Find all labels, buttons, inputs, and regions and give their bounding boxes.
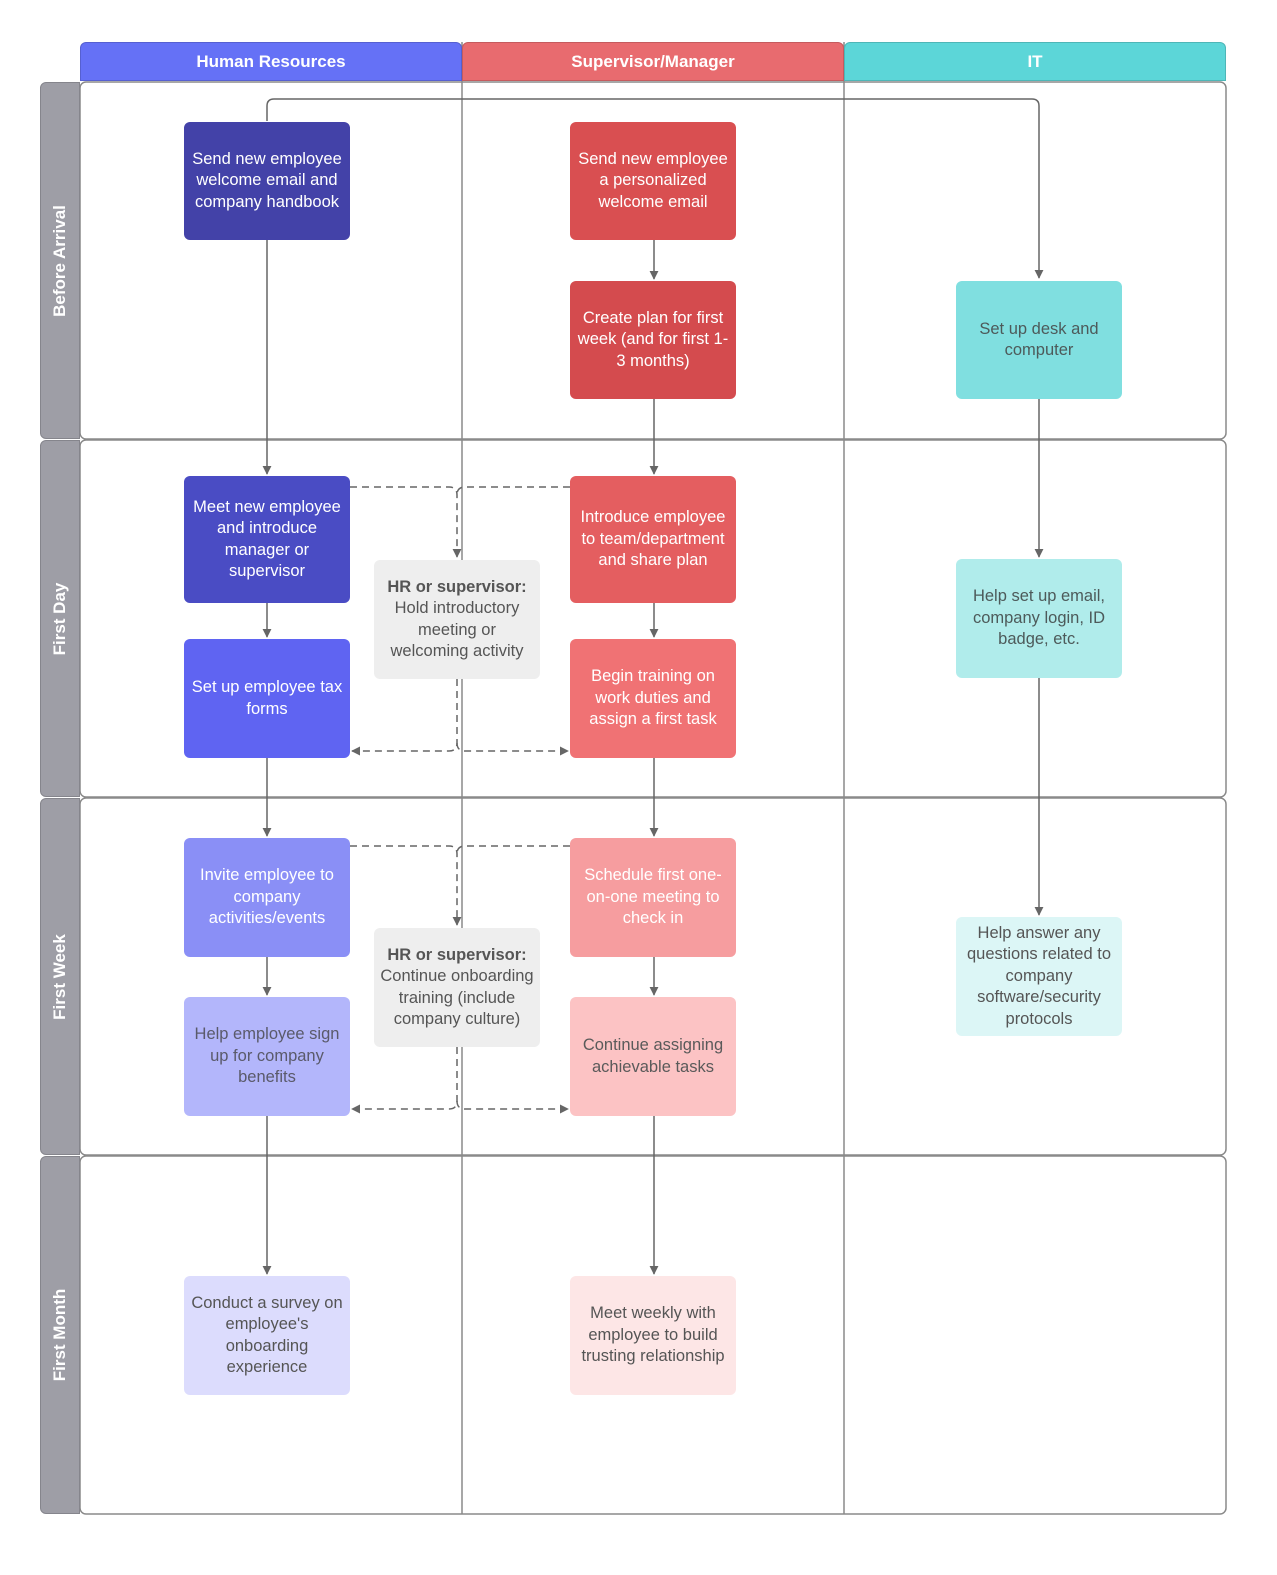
dashed-training-to-hr-benefits [351, 1047, 458, 1114]
shared-node-heading: HR or supervisor: [387, 945, 527, 964]
node-label: Schedule first one-on-one meeting to che… [584, 866, 722, 928]
dashed-connectors [350, 486, 570, 1114]
node-label: Set up desk and computer [979, 319, 1099, 360]
node-hr-tax-forms: Set up employee tax forms [184, 639, 350, 758]
node-sup-introduce-team: Introduce employee to team/department an… [570, 476, 736, 603]
phase-header-label: First Day [50, 582, 69, 655]
phase-row-frames [79, 81, 1227, 1515]
lane-header-label: Human Resources [196, 51, 346, 71]
shared-node-heading: HR or supervisor: [387, 577, 527, 596]
node-hr-meet-employee: Meet new employee and introduce manager … [184, 476, 350, 603]
node-label: Help set up email, company login, ID bad… [972, 587, 1106, 649]
shared-node-content: HR or supervisor: Continue onboarding tr… [379, 945, 535, 1031]
node-it-desk-computer: Set up desk and computer [956, 281, 1122, 399]
dashed-intro-meeting-to-hr-tax [351, 679, 458, 756]
lane-header-label: Supervisor/Manager [571, 51, 735, 71]
node-sup-continue-tasks: Continue assigning achievable tasks [570, 997, 736, 1116]
node-sup-personal-email: Send new employee a personalized welcome… [570, 122, 736, 240]
node-sup-weekly-meetings: Meet weekly with employee to build trust… [570, 1276, 736, 1395]
phase-header-first-day: First Day [40, 440, 80, 797]
lane-header-human-resources: Human Resources [80, 42, 462, 81]
phase-header-first-month: First Month [40, 1156, 80, 1514]
solid-connectors [262, 98, 1044, 1275]
phase-header-before-arrival: Before Arrival [40, 82, 80, 439]
node-hr-survey: Conduct a survey on employee's onboardin… [184, 1276, 350, 1395]
node-label: Begin training on work duties and assign… [589, 667, 717, 729]
shared-node-text: Continue onboarding training (include co… [380, 967, 534, 1028]
node-label: Meet weekly with employee to build trust… [581, 1304, 725, 1366]
dashed-hr-meet-to-intro-meeting [350, 486, 462, 558]
phase-header-label: First Week [50, 933, 69, 1020]
lane-header-it: IT [844, 42, 1226, 81]
node-hr-invite-events: Invite employee to company activities/ev… [184, 838, 350, 957]
node-label: Create plan for first week (and for firs… [577, 308, 729, 370]
node-hr-welcome-email: Send new employee welcome email and comp… [184, 122, 350, 240]
shared-node-content: HR or supervisor: Hold introductory meet… [379, 577, 535, 663]
node-hr-benefits: Help employee sign up for company benefi… [184, 997, 350, 1116]
node-label: Conduct a survey on employee's onboardin… [191, 1293, 343, 1377]
dashed-intro-meeting-to-sup-training [456, 742, 569, 756]
phase-header-first-week: First Week [40, 798, 80, 1155]
node-label: Introduce employee to team/department an… [580, 508, 726, 570]
node-label: Send new employee a personalized welcome… [578, 149, 728, 211]
node-shared-onboarding-training: HR or supervisor: Continue onboarding tr… [374, 928, 540, 1047]
node-sup-create-plan: Create plan for first week (and for firs… [570, 281, 736, 399]
node-it-email-login: Help set up email, company login, ID bad… [956, 559, 1122, 678]
node-label: Help employee sign up for company benefi… [194, 1025, 340, 1087]
dashed-hr-invite-to-training [350, 845, 462, 926]
phase-header-label: Before Arrival [50, 204, 69, 317]
connector-hr-handbook-to-it-desk [266, 98, 1044, 279]
node-label: Meet new employee and introduce manager … [193, 497, 341, 581]
dashed-sup-schedule-to-training [456, 845, 570, 855]
node-label: Help answer any questions related to com… [966, 923, 1111, 1028]
dashed-sup-introduce-to-intro-meeting [456, 486, 570, 496]
lane-header-supervisor-manager: Supervisor/Manager [462, 42, 844, 81]
node-label: Send new employee welcome email and comp… [192, 149, 342, 211]
node-sup-begin-training: Begin training on work duties and assign… [570, 639, 736, 758]
shared-node-text: Hold introductory meeting or welcoming a… [390, 599, 524, 660]
node-it-answer-questions: Help answer any questions related to com… [956, 917, 1122, 1036]
node-label: Continue assigning achievable tasks [582, 1036, 724, 1076]
node-sup-schedule-1on1: Schedule first one-on-one meeting to che… [570, 838, 736, 957]
node-label: Invite employee to company activities/ev… [200, 866, 334, 928]
dashed-training-to-sup-continue [456, 1100, 569, 1114]
phase-header-label: First Month [50, 1288, 69, 1382]
lane-header-label: IT [1027, 51, 1043, 71]
node-shared-intro-meeting: HR or supervisor: Hold introductory meet… [374, 560, 540, 679]
lane-dividers [461, 42, 845, 1514]
node-label: Set up employee tax forms [191, 678, 343, 718]
